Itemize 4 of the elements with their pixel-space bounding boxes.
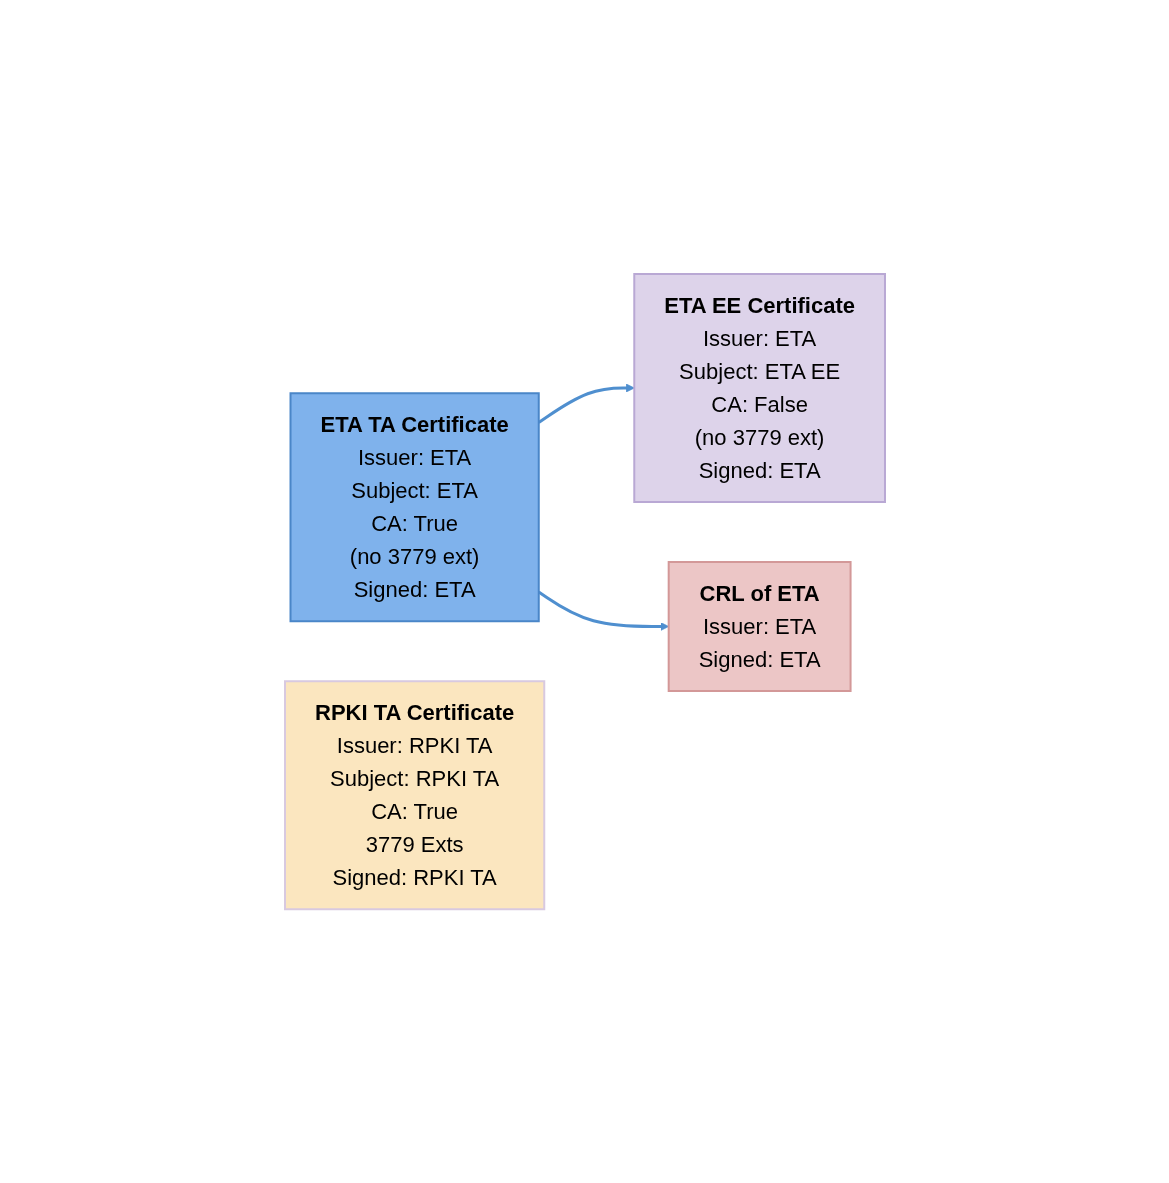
node-box: RPKI TA Certificate Issuer: RPKI TA Subject: RPKI TA CA: True 3779 Exts Signed: RPKI TA [283,680,545,911]
node-box: CRL of ETA Issuer: ETA Signed: ETA [667,560,852,692]
node-box: ETA TA Certificate Issuer: ETA Subject: ETA CA: True (no 3779 ext) Signed: ETA [289,392,540,623]
node-box: ETA EE Certificate Issuer: ETA Subject: ETA EE CA: False (no 3779 ext) Signed: ETA [632,272,886,503]
